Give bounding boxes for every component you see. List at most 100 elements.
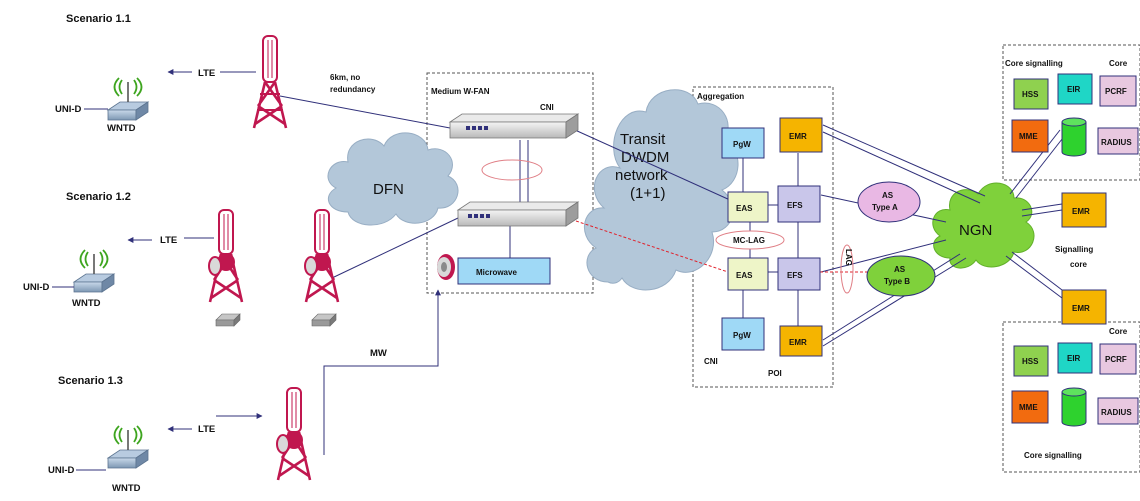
emr-signalling-box — [1061, 192, 1107, 228]
uni-d-label-s2: UNI-D — [23, 282, 50, 293]
core-signalling-bottom-label: Core signalling — [1024, 451, 1082, 460]
link-note-2: redundancy — [330, 85, 376, 94]
aggregation-title: Aggregation — [697, 92, 744, 101]
link-ngn-emr-mid-1 — [1005, 255, 1063, 299]
link-emr-top-ngn-1 — [822, 124, 986, 197]
uni-d-label-s1: UNI-D — [55, 104, 82, 115]
eir-top — [1057, 73, 1093, 105]
switch-top — [448, 113, 580, 139]
mw-label: MW — [370, 348, 387, 359]
link-red-dashed — [575, 220, 729, 273]
as-a-label-2: Type A — [872, 203, 898, 212]
mclag-ellipse — [715, 230, 785, 250]
tower-s2-b — [303, 208, 340, 304]
eas-bot-label: EAS — [736, 271, 753, 280]
pgw-bot-label: PgW — [733, 331, 751, 340]
hss-top — [1013, 78, 1049, 110]
link-mw — [323, 289, 441, 455]
emr-signalling-label: EMR — [1072, 207, 1090, 216]
core-title-bottom: Core — [1109, 327, 1128, 336]
radius-bot — [1097, 397, 1139, 425]
eas-bot-box — [727, 257, 769, 291]
eas-top-label: EAS — [736, 204, 753, 213]
switch-bottom — [456, 201, 580, 227]
link-s1-tower-switch — [279, 95, 451, 129]
pcrf-top — [1099, 75, 1137, 107]
wntd-label-s3: WNTD — [112, 483, 141, 494]
as-a-label-1: AS — [882, 191, 894, 200]
pgw-bot-box — [721, 317, 765, 351]
mclag-label: MC-LAG — [733, 236, 765, 245]
scenario-1-2-title: Scenario 1.2 — [66, 191, 131, 203]
agg-cni-label: CNI — [704, 357, 718, 366]
lte-label-s1: LTE — [198, 68, 215, 79]
emr-top-label: EMR — [789, 132, 807, 141]
core-signalling-title: Core signalling — [1005, 59, 1063, 68]
emr-top-box — [779, 117, 823, 153]
hss-top-label: HSS — [1022, 90, 1039, 99]
transit-label-4: (1+1) — [630, 185, 665, 202]
signalling-core-label-2: core — [1070, 260, 1087, 269]
wntd-device-s2 — [73, 249, 115, 293]
eas-top-box — [727, 191, 769, 223]
signalling-core-label-1: Signalling — [1055, 245, 1093, 254]
dfn-label: DFN — [373, 181, 404, 198]
wntd-label-s2: WNTD — [72, 298, 101, 309]
efs-bot-box — [777, 257, 821, 291]
lte-label-s3: LTE — [198, 424, 215, 435]
lte-label-s2: LTE — [160, 235, 177, 246]
link-emr-bot-ngn-2 — [822, 257, 967, 347]
uni-d-label-s3: UNI-D — [48, 465, 75, 476]
as-type-a — [857, 181, 921, 223]
pcrf-top-label: PCRF — [1105, 87, 1127, 96]
emr-mid-label: EMR — [1072, 304, 1090, 313]
ngn-cloud — [932, 182, 1035, 269]
microwave-label: Microwave — [476, 268, 517, 277]
poi-label: POI — [768, 369, 782, 378]
link-ngn-core-top-1 — [1009, 129, 1061, 195]
wntd-label-s1: WNTD — [107, 123, 136, 134]
link-ngn-emr-sig-2 — [1021, 209, 1063, 217]
wntd-device-s3 — [107, 425, 149, 469]
core-title-top: Core — [1109, 59, 1128, 68]
pgw-top-box — [721, 127, 765, 159]
core-top-box — [1002, 44, 1140, 181]
as-type-b — [866, 255, 936, 297]
efs-top-label: EFS — [787, 201, 803, 210]
wfan-cni: CNI — [540, 103, 554, 112]
pcrf-bot — [1099, 343, 1137, 375]
wfan-title: Medium W-FAN — [431, 87, 490, 96]
hss-bot-label: HSS — [1022, 357, 1039, 366]
transit-label-2: DWDM — [621, 149, 669, 166]
radius-bot-label: RADIUS — [1101, 408, 1132, 417]
tower-s1 — [252, 34, 288, 130]
eir-bot-label: EIR — [1067, 354, 1081, 363]
base-box-s2-a — [215, 313, 241, 327]
radius-top-label: RADIUS — [1101, 138, 1132, 147]
link-ngn-emr-sig-1 — [1021, 203, 1063, 211]
core-bottom-box — [1002, 321, 1140, 473]
redundancy-ellipse — [481, 159, 543, 181]
pgw-top-label: PgW — [733, 140, 751, 149]
emr-bot-label: EMR — [789, 338, 807, 347]
as-b-label-1: AS — [894, 265, 906, 274]
database-bottom-icon — [1061, 387, 1087, 427]
database-top-icon — [1061, 117, 1087, 157]
link-note-1: 6km, no — [330, 73, 360, 82]
lag-label: LAG — [844, 249, 853, 266]
wntd-device-s1 — [107, 77, 149, 121]
microwave-box — [457, 257, 551, 285]
emr-mid-box — [1061, 289, 1107, 325]
link-emr-bot-ngn-1 — [822, 253, 961, 341]
pcrf-bot-label: PCRF — [1105, 355, 1127, 364]
efs-bot-label: EFS — [787, 271, 803, 280]
transit-label-3: network — [615, 167, 668, 184]
radius-top — [1097, 127, 1139, 155]
emr-bot-box — [779, 325, 823, 357]
microwave-dish-icon — [437, 254, 455, 280]
link-ngn-emr-mid-2 — [1011, 251, 1067, 294]
link-emr-top-ngn-2 — [822, 131, 981, 204]
scenario-1-1-title: Scenario 1.1 — [66, 13, 131, 25]
mme-bot-label: MME — [1019, 403, 1038, 412]
